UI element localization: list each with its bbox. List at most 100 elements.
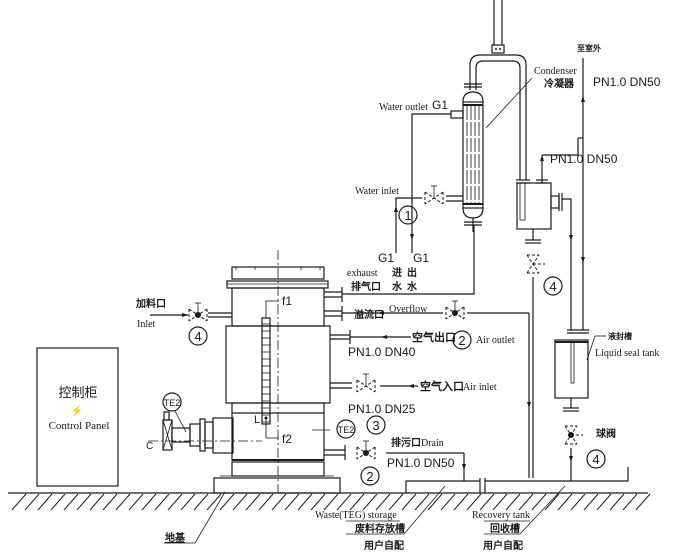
water-outlet-label: Water outlet: [379, 102, 428, 113]
waste-storage-en-label: Waste(TEG) storage: [315, 510, 397, 521]
ground-hatch: [11, 493, 651, 511]
ground-hatch-line: [258, 493, 274, 511]
condenser-cn-label: 冷凝器: [544, 77, 575, 90]
ground-hatch-line: [115, 493, 131, 511]
valve-ball: [195, 312, 201, 318]
level-gauge: [261, 317, 271, 425]
in-water-cn-2: 水: [391, 280, 403, 293]
ground-hatch-line: [245, 493, 261, 511]
heater-assembly: [148, 411, 262, 454]
ground-hatch-line: [518, 493, 534, 511]
overflow-valve: [445, 300, 465, 320]
valve-tag-drain: [360, 466, 380, 486]
liquid-seal-tank: [554, 329, 589, 481]
ground-hatch-line: [284, 493, 300, 511]
valve-body-edge: [356, 447, 376, 459]
feed-valve: [188, 302, 208, 322]
te2-heater-instrument: [162, 392, 182, 412]
valve-tag-air-inlet-text: 3: [372, 418, 379, 433]
user-supplied-2-label: 用户自配: [482, 539, 523, 552]
valve-tag-feed: [188, 326, 208, 346]
inlet-en-label: Inlet: [137, 319, 156, 330]
ground-hatch-line: [271, 493, 287, 511]
ground-hatch-line: [388, 493, 404, 511]
valve-tag-seal-tank-text: 4: [592, 452, 599, 467]
exhaust-en-label: exhaust: [347, 268, 378, 279]
overflow-line: [342, 311, 531, 478]
control-panel-cn-label: 控制柜: [58, 385, 97, 400]
te2-heater-label: TE2: [164, 398, 181, 408]
water-inlet-line: [394, 195, 463, 253]
air-outlet-cn-label: 空气出口: [412, 330, 456, 344]
lightning-icon: ⚡: [71, 404, 83, 417]
ground-hatch-line: [102, 493, 118, 511]
valve-tag-drain-text: 2: [366, 469, 373, 484]
f2-label: f2: [282, 432, 292, 446]
water-outlet-line: [410, 110, 464, 253]
exhaust-cn-label: 排气口: [351, 280, 381, 293]
ground-hatch-line: [323, 493, 339, 511]
pn-dn25-label: PN1.0 DN25: [348, 402, 416, 416]
valve-body-edge: [565, 425, 577, 445]
ground-hatch-line: [479, 493, 495, 511]
main-vessel: [213, 250, 341, 494]
valve-body-edge: [527, 254, 539, 274]
ground-hatch-line: [362, 493, 378, 511]
ground-hatch-line: [167, 493, 183, 511]
ground-hatch-line: [154, 493, 170, 511]
valve-tag-water-inlet-text: 1: [404, 208, 411, 223]
valve-tag-overflow: [452, 330, 472, 350]
valve-body-edge: [424, 192, 444, 204]
foundation-label: 地基: [165, 531, 186, 544]
ground-hatch-line: [414, 493, 430, 511]
vent-line: [578, 58, 585, 330]
pn-dn50-drain-label: PN1.0 DN50: [387, 456, 455, 470]
control-panel: [36, 347, 119, 487]
ball-valve-label: 球阀: [596, 427, 616, 440]
out-water-cn-2: 水: [406, 280, 418, 293]
ground-hatch-line: [24, 493, 40, 511]
water-inlet-valve: [424, 185, 444, 205]
condenser-en-label: Condenser: [534, 66, 577, 77]
recovery-tank-en-label: Recovery tank: [472, 510, 530, 521]
ground-hatch-line: [310, 493, 326, 511]
valve-body-edge: [188, 309, 208, 321]
c-label: C: [146, 441, 153, 452]
ground-hatch-line: [193, 493, 209, 511]
ground-hatch-line: [180, 493, 196, 511]
valve-tag-overflow-text: 2: [458, 333, 465, 348]
ground-hatch-line: [531, 493, 547, 511]
ground-hatch-line: [297, 493, 313, 511]
out-water-cn-1: 出: [407, 266, 417, 279]
seal-tank-ball-valve: [564, 425, 583, 445]
ground-hatch-line: [492, 493, 508, 511]
ground-hatch-line: [609, 493, 625, 511]
overflow-en-label: Overflow: [389, 304, 428, 315]
condenser-tubes: [466, 106, 480, 203]
te2-body-label: TE2: [338, 425, 355, 435]
nozzles: [312, 287, 352, 460]
ground-hatch-line: [622, 493, 638, 511]
condenser-leader: [485, 77, 533, 129]
air-inlet-en-label: Air inlet: [463, 382, 497, 393]
pn-dn40-label: PN1.0 DN40: [348, 345, 416, 359]
pn-top-label: PN1.0 DN50: [593, 75, 661, 89]
drain-en-label: Drain: [421, 438, 444, 449]
ground-hatch-line: [219, 493, 235, 511]
exhaust-line: [342, 225, 475, 295]
ground-hatch-line: [401, 493, 417, 511]
ground-hatch-line: [50, 493, 66, 511]
to-outdoor-label: 至室外: [577, 43, 601, 53]
te2-heater-leader: [174, 410, 187, 433]
ground-hatch-line: [596, 493, 612, 511]
valve-ball: [452, 310, 458, 316]
ground-hatch-line: [557, 493, 573, 511]
ground-hatch-line: [375, 493, 391, 511]
air-outlet-line: [350, 335, 411, 339]
level-point: [264, 416, 268, 420]
f1-leader: [265, 300, 279, 318]
ground-hatch-line: [206, 493, 222, 511]
liquid-seal-en-label: Liquid seal tank: [595, 348, 659, 359]
level-label: L: [254, 414, 260, 426]
